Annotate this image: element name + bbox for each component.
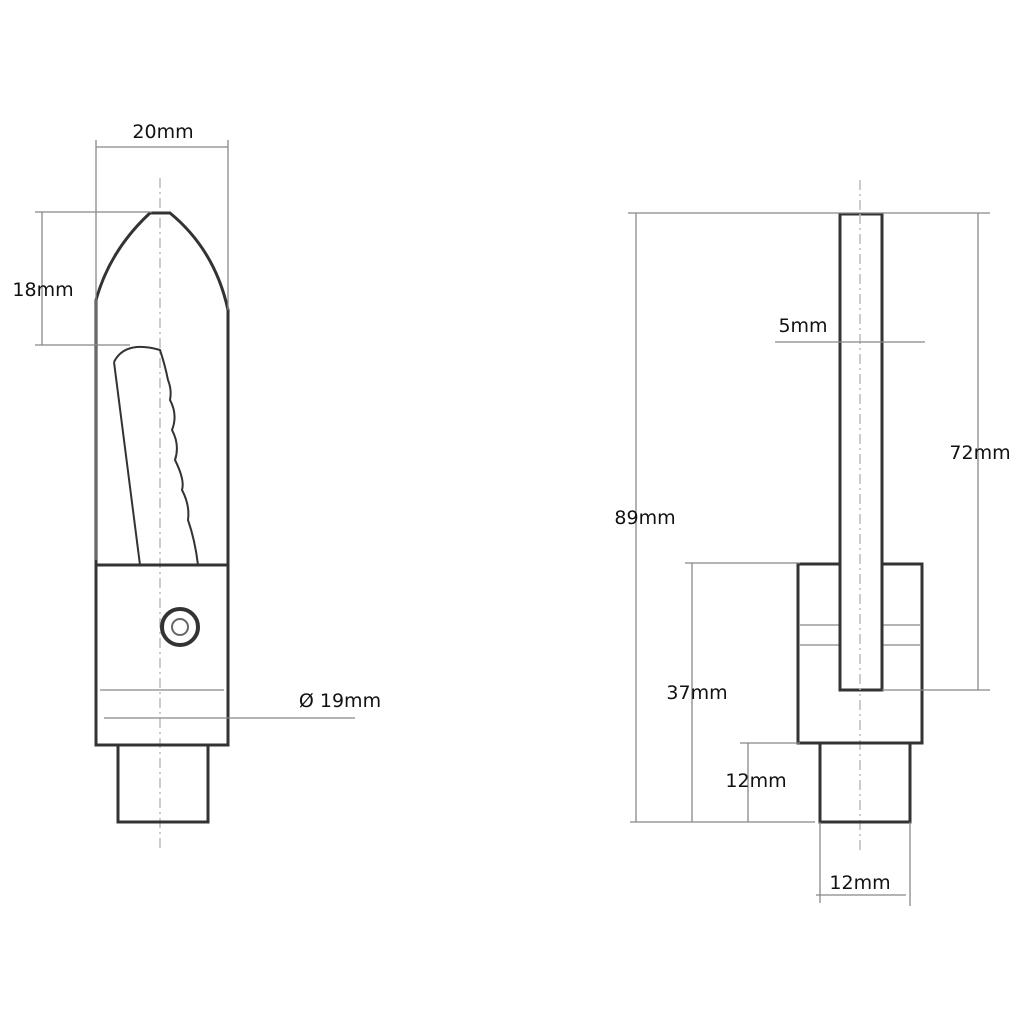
label-width: 20mm [132,121,193,143]
label-rod-length: 72mm [949,442,1010,464]
lever [113,346,199,566]
label-stem-diameter: 12mm [829,872,890,894]
left-view: 20mm 18mm Ø 19mm [12,121,381,850]
label-stem-length: 12mm [725,770,786,792]
right-stem [818,741,912,824]
left-stem [116,743,210,824]
right-view: 89mm 72mm 37mm 12mm 12mm 5mm [614,180,1011,906]
screw-inner [171,618,189,636]
label-tip: 18mm [12,279,73,301]
label-rod-diameter: 5mm [778,315,827,337]
label-total: 89mm [614,507,675,529]
label-body-length: 37mm [666,682,727,704]
label-diameter: Ø 19mm [299,690,381,712]
screw-icon [160,607,200,647]
rod [838,212,884,692]
left-body-outline [94,211,230,565]
